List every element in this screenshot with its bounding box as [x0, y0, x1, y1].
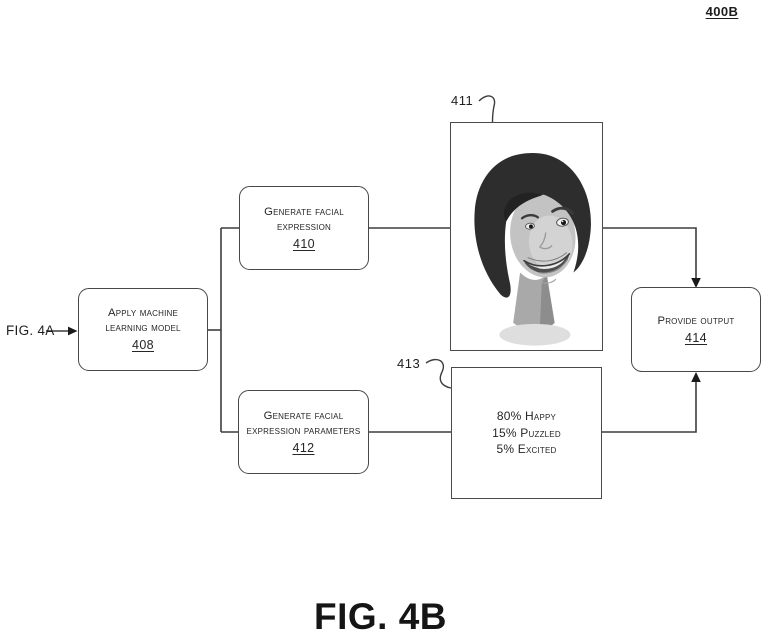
connector-411-to-414: [603, 227, 697, 279]
arrowhead-up-into-414-icon: [691, 372, 701, 382]
avatar-face-svg: [474, 153, 591, 346]
avatar-hair: [474, 153, 591, 298]
avatar-eye-highlight-right: [561, 220, 564, 223]
external-figure-ref: FIG. 4A: [6, 323, 55, 338]
avatar-eyes: [525, 217, 569, 230]
node-generate-facial-expression-parameters: Generate facial expression parameters 41…: [238, 390, 369, 474]
param-line-happy: 80% Happy: [496, 409, 557, 424]
avatar-lip-shading: [527, 252, 567, 262]
leader-line-411: [478, 95, 496, 123]
node-generate-facial-expression: Generate facial expression 410: [239, 186, 369, 270]
node-label-line: Generate facial: [263, 409, 344, 422]
node-label-line: Apply machine: [107, 307, 179, 319]
avatar-pupil-right: [560, 219, 567, 226]
arrowhead-fig4a-icon: [68, 326, 78, 336]
node-label-line: expression: [276, 220, 331, 233]
node-label-line: Generate facial: [264, 205, 344, 218]
avatar-upper-lip: [523, 252, 571, 267]
node-provide-output: Provide output 414: [631, 287, 761, 372]
avatar-nose: [539, 232, 553, 250]
connector-413-to-414: [602, 381, 697, 433]
node-apply-machine-learning-model: Apply machine learning model 408: [78, 288, 208, 371]
node-label-line: Provide output: [657, 314, 735, 327]
node-ref-408: 408: [131, 338, 155, 352]
figure-caption: FIG. 4B: [313, 596, 448, 637]
param-line-excited: 5% Excited: [496, 442, 557, 457]
avatar-chin-crease: [541, 278, 557, 284]
avatar-eyebrow-left: [520, 213, 540, 220]
avatar-mouth-opening: [524, 253, 570, 274]
figure-page-ref: 400B: [705, 4, 739, 19]
avatar-neck-shadow: [539, 274, 555, 330]
leader-line-413: [425, 358, 452, 389]
avatar-shoulder: [499, 323, 571, 346]
avatar-pupil-left: [528, 224, 533, 229]
avatar-mouth: [523, 252, 571, 274]
avatar-eyebrow-right: [551, 206, 574, 215]
param-line-puzzled: 15% Puzzled: [492, 425, 561, 440]
node-label-line: expression parameters: [246, 424, 361, 437]
node-ref-410: 410: [292, 236, 316, 251]
avatar-face-image: [451, 123, 602, 350]
expression-parameters-box: 80% Happy 15% Puzzled 5% Excited: [451, 367, 602, 499]
callout-411: 411: [451, 93, 474, 108]
callout-413: 413: [397, 356, 421, 371]
node-ref-412: 412: [292, 440, 315, 455]
node-ref-414: 414: [684, 330, 708, 345]
avatar-output-box: [450, 122, 603, 351]
node-label-line: learning model: [105, 322, 181, 334]
avatar-lower-lip: [538, 259, 569, 274]
avatar-bangs: [503, 192, 542, 222]
